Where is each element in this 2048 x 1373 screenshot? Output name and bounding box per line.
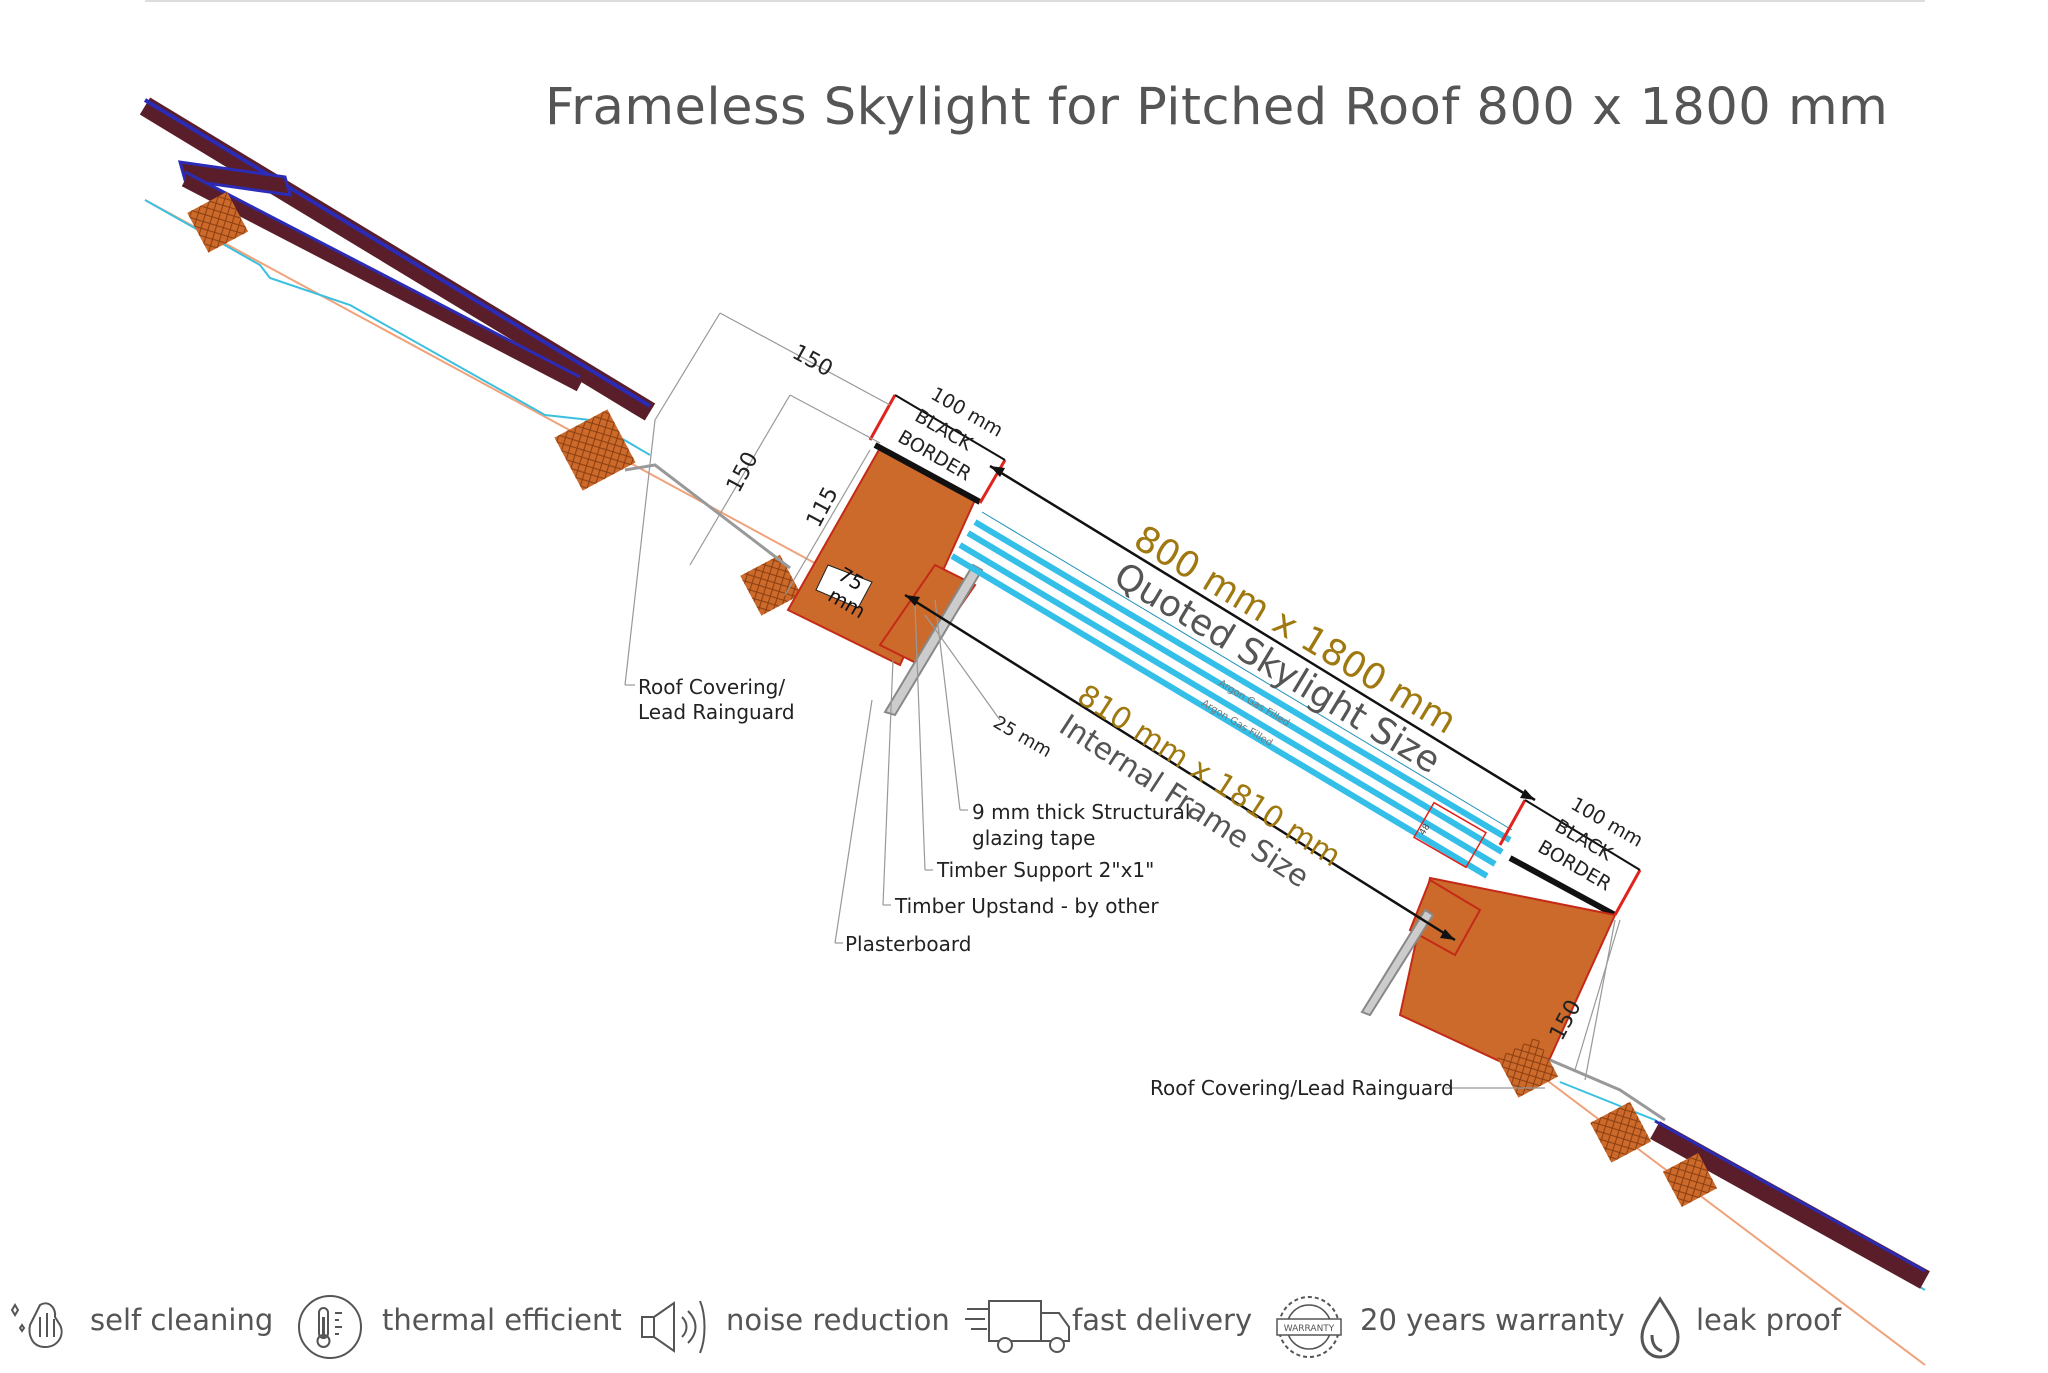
left-upper-tile-edge: [143, 98, 652, 408]
left-border-dim: [894, 394, 1006, 461]
internal-size-arrow: [904, 593, 1456, 942]
left-roof: [139, 97, 906, 616]
right-black-border-edge: [1508, 855, 1617, 918]
glass-pane-2: [966, 530, 1504, 855]
dimension-lines: [624, 312, 1621, 1089]
spacer-box: [1412, 801, 1488, 869]
feature-label: fast delivery: [1072, 1303, 1253, 1337]
feature-label: thermal efficient: [382, 1303, 622, 1337]
right-roof: [1497, 1036, 1930, 1366]
feature-self-cleaning: self cleaning: [76, 1280, 273, 1360]
left-upper-tile: [139, 97, 656, 421]
thermometer-icon: [298, 1295, 362, 1359]
diagram-title: Frameless Skylight for Pitched Roof 800 …: [545, 78, 1889, 137]
right-border-red-b: [1613, 869, 1642, 916]
right-plasterboard: [1360, 908, 1435, 1017]
glass-units: [950, 511, 1513, 879]
right-upstand: [1360, 799, 1642, 1082]
feature-fast-delivery: fast delivery: [1058, 1280, 1252, 1360]
right-timber-support: [1408, 878, 1482, 957]
left-border-red-b: [978, 459, 1007, 504]
left-black-border-edge: [873, 442, 982, 505]
feature-warranty: 20 years warranty: [1346, 1280, 1625, 1360]
callout-glazing-tape-1: 9 mm thick Structural: [972, 800, 1191, 824]
callout-glazing-tape-2: glazing tape: [972, 826, 1096, 850]
batten-4-hatch: [1497, 1036, 1559, 1098]
left-lead-rainguard: [624, 463, 791, 570]
right-upper-tile-edge: [1654, 1119, 1926, 1273]
callout-plasterboard: Plasterboard: [845, 932, 972, 956]
left-plasterboard: [883, 563, 984, 717]
quoted-size-arrow: [989, 464, 1536, 802]
feature-label: self cleaning: [90, 1303, 274, 1337]
callout-roof-covering-right: Roof Covering/Lead Rainguard: [1150, 1076, 1454, 1100]
callout-timber-support: Timber Support 2"x1": [937, 858, 1155, 882]
feature-noise-reduction: noise reduction: [712, 1280, 950, 1360]
batten-5-hatch: [1590, 1101, 1652, 1163]
glass-outline: [981, 511, 1513, 831]
feature-row: self cleaning thermal efficient noise re…: [0, 1280, 2048, 1360]
glass-pane-4: [950, 553, 1489, 879]
speaker-icon: [641, 1300, 706, 1354]
right-felt-line: [1519, 1059, 1926, 1366]
feature-thermal-efficient: thermal efficient: [368, 1280, 622, 1360]
left-lower-tile: [181, 173, 584, 392]
feature-label: leak proof: [1696, 1303, 1842, 1337]
callout-roof-covering-left-2: Lead Rainguard: [638, 700, 795, 724]
batten-1-hatch: [187, 191, 249, 253]
right-border-red-a: [1498, 799, 1527, 846]
dim-75-box: [815, 564, 873, 609]
truck-icon: [965, 1300, 1070, 1353]
callout-timber-upstand: Timber Upstand - by other: [895, 894, 1159, 918]
left-upstand: [786, 394, 1007, 717]
hand-sparkle-icon: [10, 1302, 63, 1349]
callout-roof-covering-left-1: Roof Covering/: [638, 675, 786, 699]
feature-leak-proof: leak proof: [1682, 1280, 1841, 1360]
left-border-red-a: [868, 394, 897, 441]
glass-pane-3: [958, 542, 1497, 867]
batten-3-hatch: [740, 554, 802, 616]
left-felt-line: [144, 199, 906, 613]
right-lead-rainguard: [1549, 1058, 1666, 1122]
feature-label: noise reduction: [726, 1303, 950, 1337]
right-border-dim: [1524, 799, 1641, 871]
feature-label: 20 years warranty: [1360, 1303, 1625, 1337]
droplet-icon: [1640, 1296, 1680, 1359]
warranty-badge-text: WARRANTY: [1284, 1324, 1335, 1334]
left-upstand-timber: [786, 446, 977, 667]
batten-6-hatch: [1662, 1152, 1718, 1208]
right-upper-tile: [1650, 1121, 1930, 1289]
warranty-badge-icon: WARRANTY: [1276, 1296, 1342, 1358]
left-lower-tile-edge: [184, 170, 581, 379]
batten-2-hatch: [554, 409, 636, 491]
left-ridge-tile: [177, 160, 293, 197]
glass-pane-1: [973, 519, 1512, 843]
